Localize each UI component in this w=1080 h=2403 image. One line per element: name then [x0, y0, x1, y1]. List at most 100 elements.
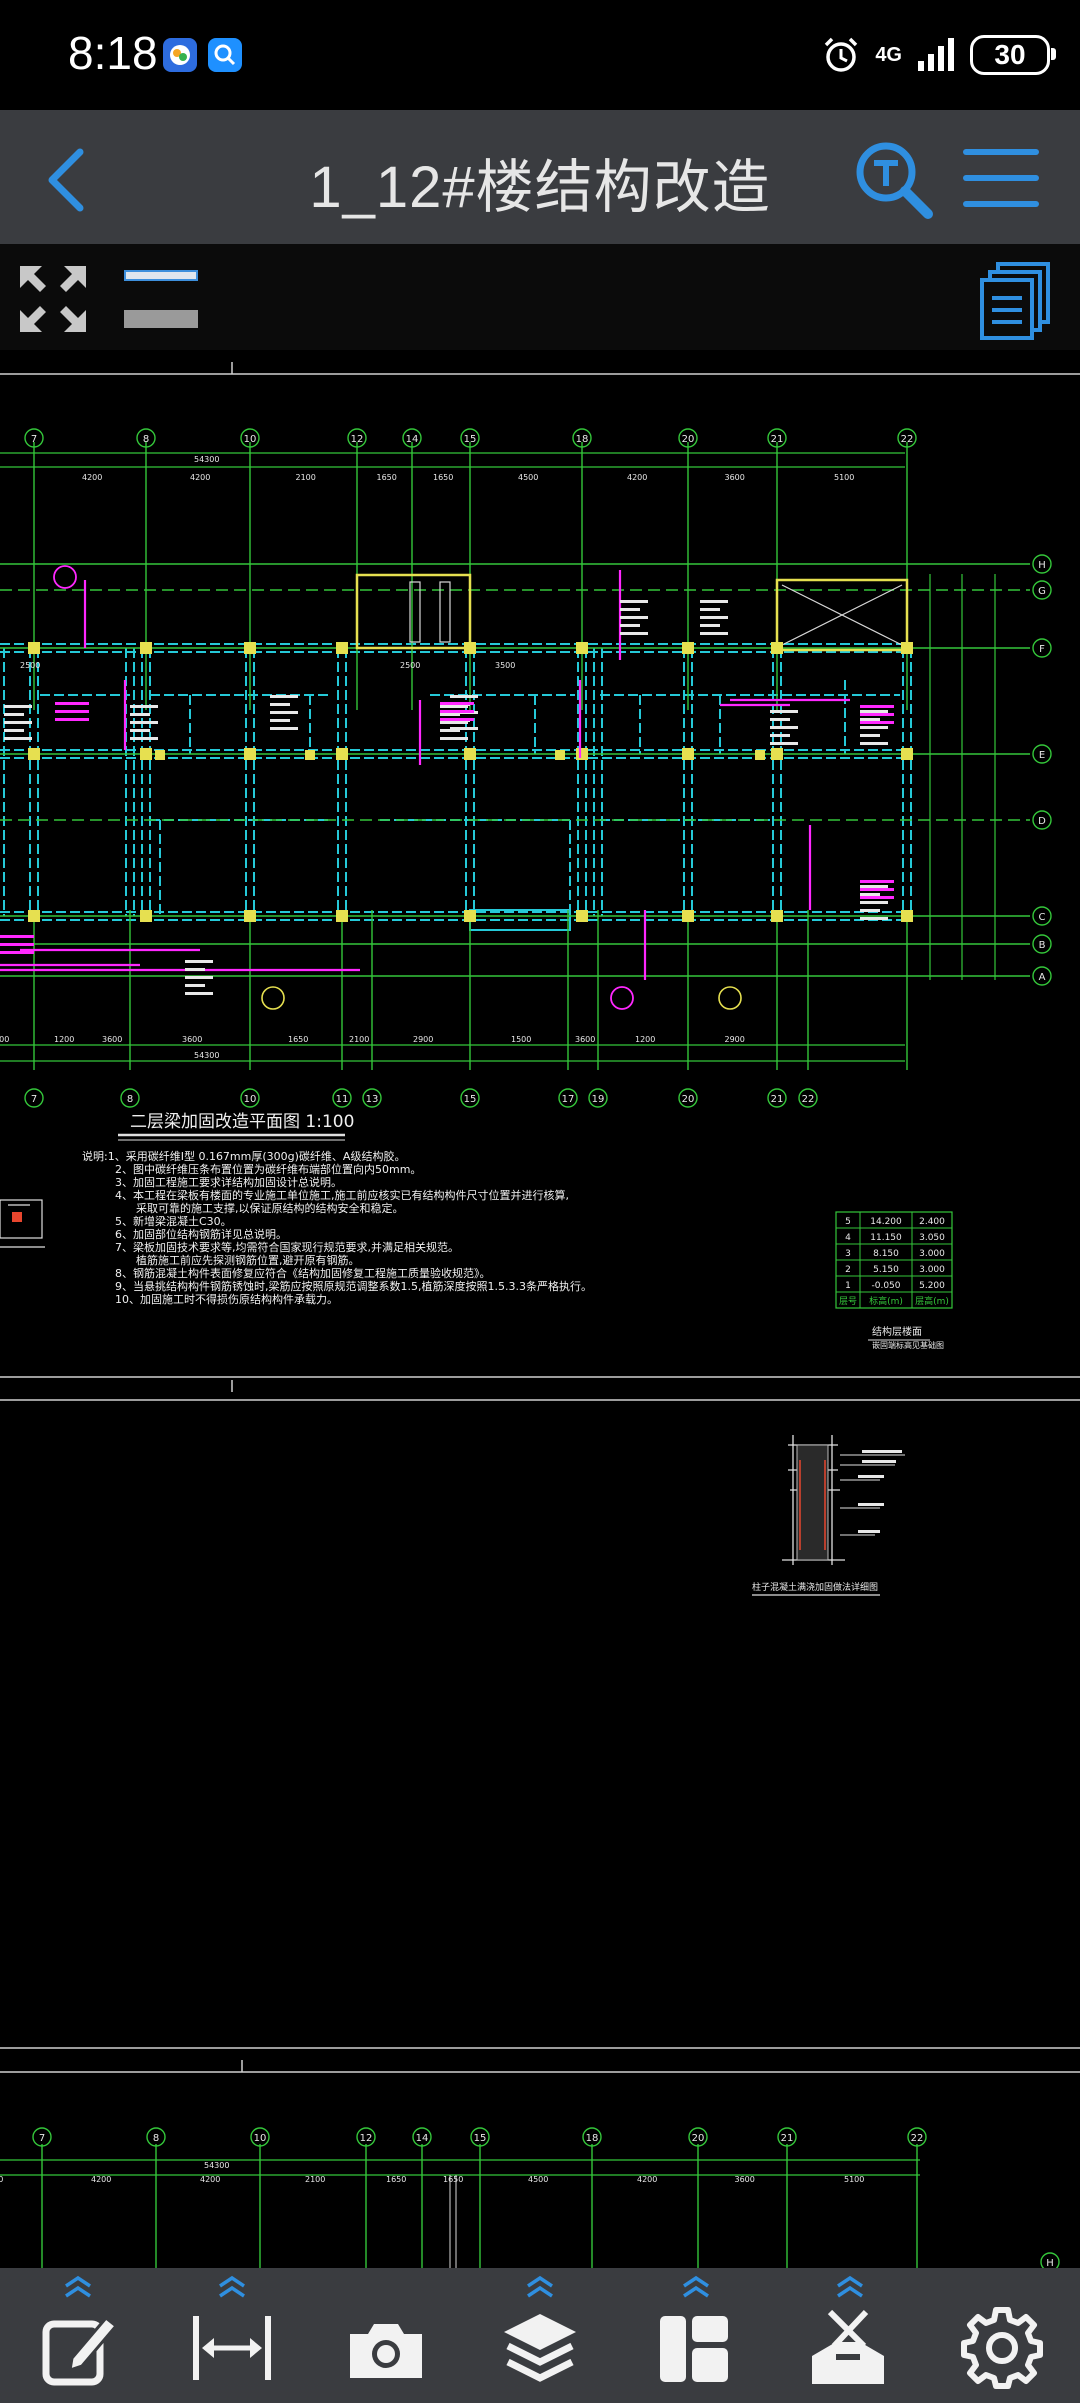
dimension-label: 1650 [377, 473, 397, 482]
dimension-label: 3600 [735, 2175, 755, 2184]
axis-bubble [24, 1088, 44, 1108]
axis-label: 8 [153, 2133, 159, 2144]
axis-bubble [356, 2127, 376, 2147]
chevron-up-icon[interactable] [58, 2274, 98, 2300]
toolbox-icon[interactable] [806, 2306, 890, 2390]
menu-icon[interactable] [960, 142, 1042, 214]
dimension-label: 4500 [0, 2175, 3, 2184]
column [901, 748, 913, 760]
layers-icon[interactable] [498, 2306, 582, 2390]
note-line: 4、本工程在梁板有楼面的专业施工单位施工,施工前应核实已有结构构件尺寸位置并进行… [115, 1188, 569, 1202]
axis-label: 8 [127, 1094, 133, 1105]
axis-label: 17 [562, 1094, 575, 1105]
edit-icon[interactable] [36, 2306, 120, 2390]
dimension-label: 2500 [400, 661, 420, 670]
dimension-label: 1200 [635, 1035, 655, 1044]
level-table-cell: 5 [845, 1217, 851, 1227]
dimension-label: 4200 [627, 473, 647, 482]
axis-bubble [1032, 966, 1052, 986]
column [771, 910, 783, 922]
axis-bubble [1040, 2252, 1060, 2268]
axis-bubble [1032, 906, 1052, 926]
dimension-label: 4200 [91, 2175, 111, 2184]
total-dimension-label: 54300 [194, 455, 219, 464]
note-line: 3、加固工程施工要求详结构加固设计总说明。 [115, 1175, 342, 1189]
cad-drawing[interactable]: 4500420042002100165016504500420036005100… [0, 350, 1080, 2268]
axis-label: 11 [336, 1094, 349, 1105]
axis-bubble [240, 1088, 260, 1108]
bottom-toolbar [0, 2268, 1080, 2403]
note-line: 说明:1、采用碳纤维I型 0.167mm厚(300g)碳纤维、A级结构胶。 [82, 1149, 405, 1163]
column [576, 910, 588, 922]
column [28, 748, 40, 760]
column [771, 642, 783, 654]
dimension-label: 5100 [834, 473, 854, 482]
fullscreen-expand-icon[interactable] [16, 262, 90, 336]
alarm-icon [825, 37, 858, 72]
axis-label: 22 [802, 1094, 815, 1105]
layout-icon[interactable] [652, 2306, 736, 2390]
note-line: 9、当悬挑结构构件钢筋锈蚀时,梁筋应按照原规范调整系数1.5,植筋深度按照1.5… [115, 1279, 592, 1293]
axis-label: 19 [592, 1094, 605, 1105]
dimension-label: 2900 [725, 1035, 745, 1044]
axis-label: C [1039, 912, 1046, 923]
column [464, 910, 476, 922]
signal-icon [918, 38, 954, 71]
axis-label: H [1046, 2258, 1054, 2268]
axis-bubble [120, 1088, 140, 1108]
dimension-label: 4200 [82, 473, 102, 482]
axis-label: 21 [781, 2133, 794, 2144]
dimension-label: 2100 [296, 473, 316, 482]
layouts-list-icon[interactable] [978, 260, 1052, 340]
axis-bubble [412, 2127, 432, 2147]
axis-label: 13 [366, 1094, 379, 1105]
dimension-label: 2500 [20, 661, 40, 670]
axis-bubble [688, 2127, 708, 2147]
chevron-up-icon[interactable] [520, 2274, 560, 2300]
axis-label: 18 [576, 434, 589, 445]
app-notification-icon [163, 38, 197, 72]
text-search-icon[interactable] [850, 136, 936, 222]
chevron-up-icon[interactable] [676, 2274, 716, 2300]
view-toolbar [0, 244, 1080, 350]
dimension-label: 1500 [511, 1035, 531, 1044]
axis-label: B [1039, 940, 1046, 951]
axis-label: 18 [586, 2133, 599, 2144]
dimension-label: 3600 [102, 1035, 122, 1044]
axis-bubble [767, 1088, 787, 1108]
axis-label: 15 [464, 1094, 477, 1105]
axis-bubble [572, 428, 592, 448]
network-type-label: 4G [875, 44, 902, 66]
dimension-label: 3600 [725, 473, 745, 482]
axis-label: 22 [911, 2133, 924, 2144]
measure-icon[interactable] [190, 2306, 274, 2390]
drawing-canvas[interactable]: 4500420042002100165016504500420036005100… [0, 350, 1080, 2268]
camera-icon[interactable] [344, 2306, 428, 2390]
level-table-cell: 4 [845, 1233, 851, 1243]
level-table-cell: 2 [845, 1265, 851, 1275]
chevron-up-icon[interactable] [212, 2274, 252, 2300]
column [555, 750, 565, 760]
axis-label: 7 [31, 1094, 37, 1105]
column [140, 642, 152, 654]
back-arrow-icon[interactable] [30, 140, 110, 220]
note-line: 8、钢筋混凝土构件表面修复应符合《结构加固修复工程施工质量验收规范》。 [115, 1266, 491, 1280]
level-table-cell: 3.000 [919, 1249, 945, 1259]
level-table-cell: 层高(m) [915, 1295, 949, 1307]
axis-bubble [136, 428, 156, 448]
dimension-label: 1650 [386, 2175, 406, 2184]
axis-label: 14 [416, 2133, 429, 2144]
axis-bubble [798, 1088, 818, 1108]
settings-gear-icon[interactable] [960, 2306, 1044, 2390]
axis-label: 7 [39, 2133, 45, 2144]
dimension-label: 3600 [182, 1035, 202, 1044]
column [140, 748, 152, 760]
axis-label: 21 [771, 1094, 784, 1105]
line-weight-thick-option[interactable] [124, 310, 198, 328]
line-weight-thin-option[interactable] [124, 270, 198, 281]
dimension-label: 3600 [575, 1035, 595, 1044]
column [336, 748, 348, 760]
document-title: 1_12#楼结构改造 [309, 155, 771, 220]
chevron-up-icon[interactable] [830, 2274, 870, 2300]
